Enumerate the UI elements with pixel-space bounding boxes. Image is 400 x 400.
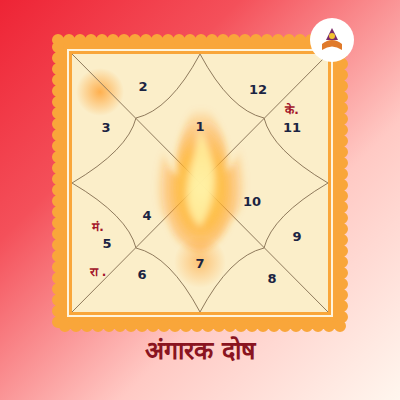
house-number: 7: [195, 257, 204, 271]
chart-title: अंगारक दोष: [0, 336, 400, 366]
house-number: 8: [267, 272, 276, 286]
house-number: 12: [249, 83, 267, 97]
house-number: 6: [137, 268, 146, 282]
house-number: 4: [142, 209, 151, 223]
planet-label: मं.: [92, 221, 104, 234]
house-number: 5: [102, 237, 111, 251]
house-number: 9: [292, 230, 301, 244]
house-number: 3: [101, 121, 110, 135]
planet-label: के.: [285, 104, 299, 117]
planet-label: रा .: [90, 266, 107, 279]
house-number: 2: [138, 80, 147, 94]
house-number: 11: [283, 121, 301, 135]
house-number: 1: [195, 120, 204, 134]
house-number: 10: [243, 195, 261, 209]
